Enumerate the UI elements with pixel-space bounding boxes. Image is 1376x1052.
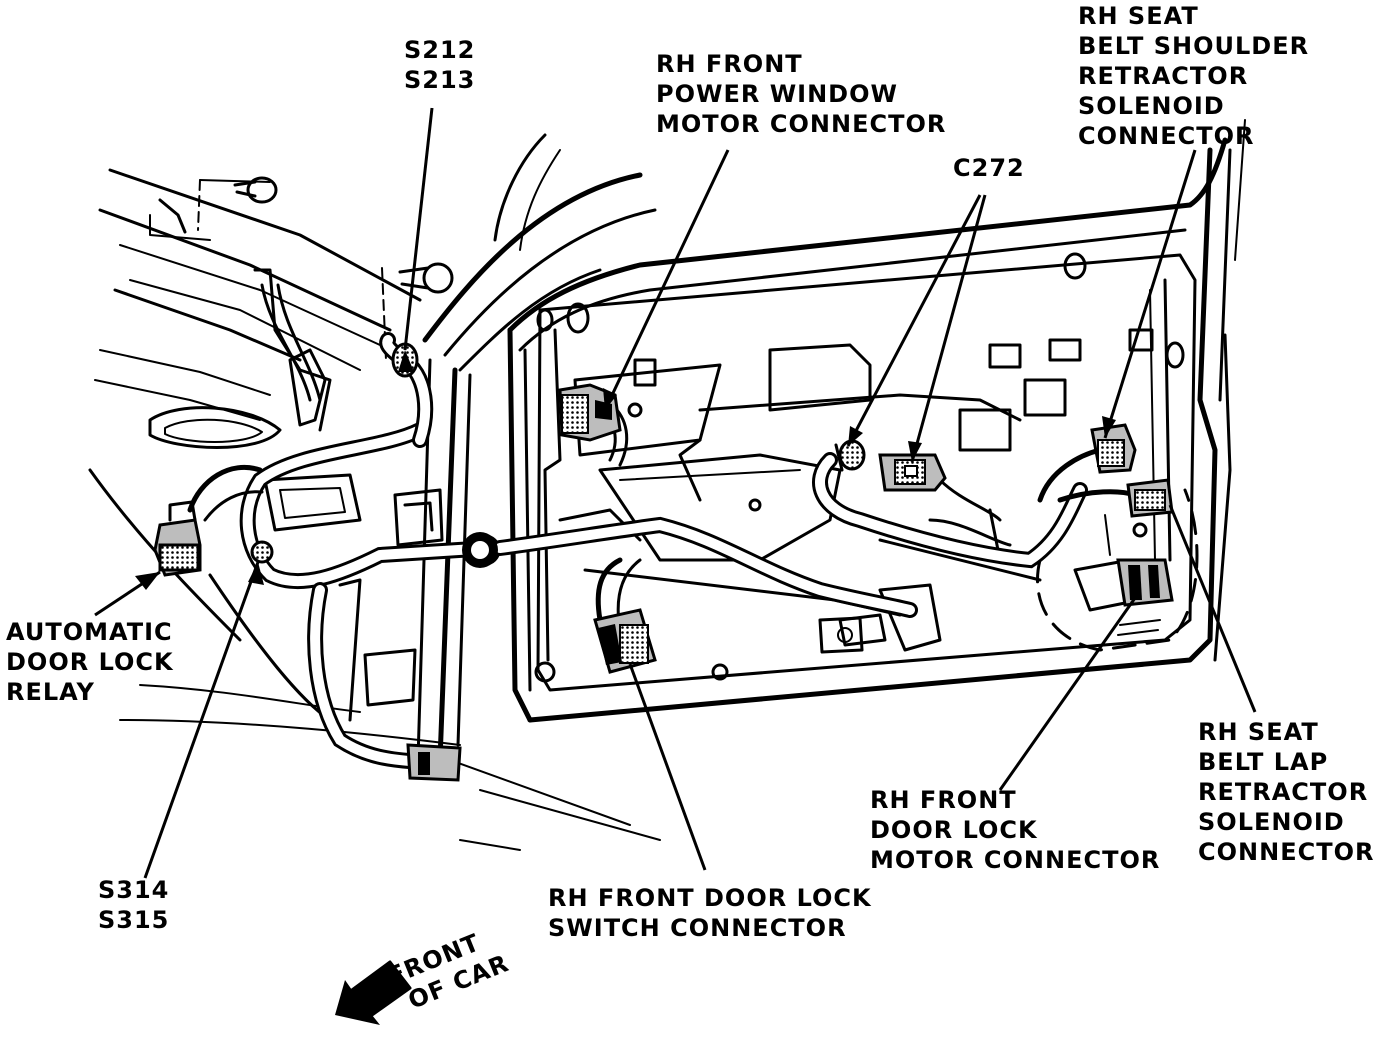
lock-switch-connector-part	[593, 608, 657, 674]
label-rh-front-door-lock-switch-connector: RH FRONT DOOR LOCK SWITCH CONNECTOR	[548, 884, 881, 942]
label-c272: C272	[953, 154, 1025, 182]
label-automatic-door-lock-relay: AUTOMATIC DOOR LOCK RELAY	[6, 618, 183, 706]
leader-lines	[94, 107, 1257, 879]
front-of-car-arrow	[335, 960, 412, 1025]
label-s212-s213: S212 S213	[404, 36, 485, 94]
label-rh-seat-belt-shoulder-retractor: RH SEAT BELT SHOULDER RETRACTOR SOLENOID…	[1078, 2, 1318, 150]
shoulder-retractor-connector-part	[1090, 423, 1137, 474]
door-harness-grommet	[462, 532, 498, 568]
c272-right-connector	[878, 453, 947, 492]
label-front-of-car: FRONT OF CAR	[384, 921, 513, 1018]
label-rh-front-power-window-motor-connector: RH FRONT POWER WINDOW MOTOR CONNECTOR	[656, 50, 946, 138]
lap-retractor-connector-part	[1126, 478, 1174, 518]
label-rh-seat-belt-lap-retractor: RH SEAT BELT LAP RETRACTOR SOLENOID CONN…	[1198, 718, 1376, 866]
door-lock-relay	[153, 500, 202, 577]
lower-pillar-connector	[406, 743, 462, 782]
door-lock-motor-connector-part	[1116, 558, 1174, 607]
wiring-harness	[187, 283, 1138, 770]
label-s314-s315: S314 S315	[98, 876, 179, 934]
splice-s314-s315	[250, 540, 274, 564]
connectors	[153, 342, 1174, 782]
instrument-panel-structure	[88, 168, 661, 851]
label-rh-front-door-lock-motor-connector: RH FRONT DOOR LOCK MOTOR CONNECTOR	[870, 786, 1160, 874]
